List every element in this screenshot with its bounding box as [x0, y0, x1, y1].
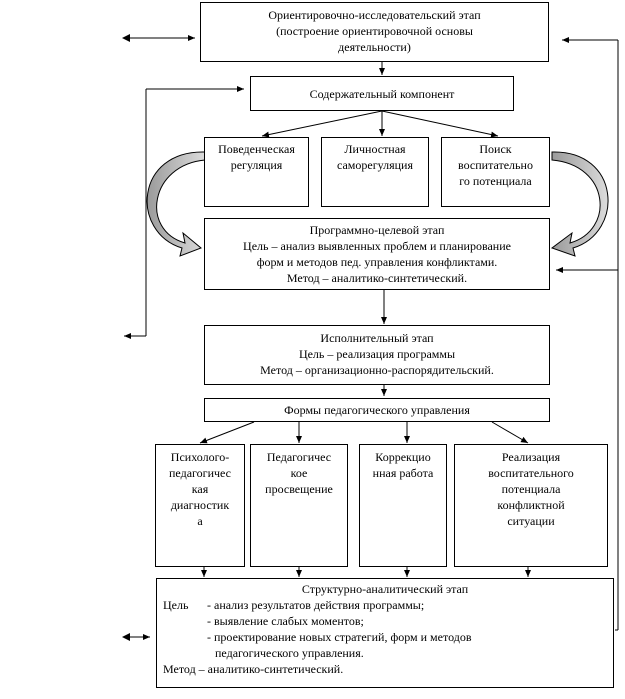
realization-line-4: конфликтной — [497, 498, 565, 512]
executive-line-3: Метод – организационно-распорядительский… — [260, 363, 494, 377]
correction-work-box: Коррекцио нная работа — [359, 444, 447, 567]
search-line-3: го потенциала — [459, 174, 532, 188]
realization-line-1: Реализация — [501, 450, 561, 464]
analysis-goal-label: Цель — [163, 598, 189, 612]
bottom-left-double-arrow — [122, 633, 150, 641]
analysis-goal-continuation: педагогического управления. — [215, 646, 364, 660]
arrow-content-to-behavioral — [261, 110, 383, 138]
behavioral-regulation-box: Поведенческая регуляция — [204, 137, 309, 207]
search-line-2: воспитательно — [458, 158, 533, 172]
personal-line-2: саморегуляция — [337, 158, 413, 172]
analysis-title: Структурно-аналитический этап — [301, 582, 469, 596]
correction-line-2: нная работа — [372, 466, 434, 480]
management-forms-box: Формы педагогического управления — [204, 398, 550, 422]
orientation-line-2: (построение ориентировочной основы — [276, 24, 473, 38]
behavioral-line-2: регуляция — [230, 158, 283, 172]
educational-potential-search-box: Поиск воспитательно го потенциала — [441, 137, 550, 207]
analysis-goal-row: Цель - анализ результатов действия прогр… — [163, 597, 613, 661]
right-curved-arrow — [550, 151, 609, 257]
realization-line-3: потенциала — [501, 482, 561, 496]
executive-stage-box: Исполнительный этап Цель – реализация пр… — [204, 325, 550, 385]
orientation-line-3: деятельности) — [338, 40, 411, 54]
analysis-goal-item-3: - проектирование новых стратегий, форм и… — [207, 630, 472, 644]
analysis-goal-list: - анализ результатов действия программы;… — [207, 597, 472, 661]
correction-line-1: Коррекцио — [375, 450, 431, 464]
pedagogical-education-box: Педагогичес кое просвещение — [250, 444, 348, 567]
left-curved-arrow — [146, 151, 206, 257]
right-feedback-line — [556, 37, 619, 631]
diagnostics-line-1: Психолого- — [170, 450, 230, 464]
arrow-forms-to-diagnostics — [199, 421, 255, 444]
program-line-2: Цель – анализ выявленных проблем и плани… — [243, 239, 511, 253]
orientation-stage-box: Ориентировочно-исследовательский этап (п… — [200, 2, 549, 62]
program-line-4: Метод – аналитико-синтетический. — [286, 271, 468, 285]
psych-ped-diagnostics-box: Психолого- педагогичес кая диагностик а — [155, 444, 245, 567]
education-line-1: Педагогичес — [266, 450, 332, 464]
personal-self-regulation-box: Личностная саморегуляция — [321, 137, 429, 207]
analysis-goal-item-1: - анализ результатов действия программы; — [207, 598, 425, 612]
program-line-1: Программно-целевой этап — [309, 223, 445, 237]
orientation-line-1: Ориентировочно-исследовательский этап — [268, 8, 481, 22]
content-component-label: Содержательный компонент — [309, 86, 455, 101]
diagnostics-line-4: диагностик — [170, 498, 230, 512]
diagnostics-line-2: педагогичес — [169, 466, 231, 480]
structural-analytical-stage-box: Структурно-аналитический этап Цель - ана… — [156, 578, 614, 688]
diagnostics-line-5: а — [197, 514, 203, 528]
arrow-content-to-search — [381, 110, 499, 138]
left-feedback-line — [124, 86, 244, 339]
arrow-forms-to-realization — [491, 421, 529, 444]
search-line-1: Поиск — [479, 142, 512, 156]
top-left-double-arrow — [122, 34, 195, 42]
analysis-method: Метод – аналитико-синтетический. — [163, 662, 344, 676]
education-line-3: просвещение — [265, 482, 333, 496]
realization-line-2: воспитательного — [488, 466, 574, 480]
realization-line-5: ситуации — [507, 514, 555, 528]
education-line-2: кое — [290, 466, 308, 480]
program-line-3: форм и методов пед. управления конфликта… — [256, 255, 498, 269]
executive-line-2: Цель – реализация программы — [298, 347, 456, 361]
executive-line-1: Исполнительный этап — [320, 331, 434, 345]
behavioral-line-1: Поведенческая — [218, 142, 295, 156]
conflict-potential-realization-box: Реализация воспитательного потенциала ко… — [454, 444, 608, 567]
analysis-goal-item-2: - выявление слабых моментов; — [207, 614, 364, 628]
program-target-stage-box: Программно-целевой этап Цель – анализ вы… — [204, 218, 550, 290]
management-forms-label: Формы педагогического управления — [284, 403, 470, 417]
diagnostics-line-3: кая — [191, 482, 209, 496]
personal-line-1: Личностная — [344, 142, 406, 156]
content-component-box: Содержательный компонент — [250, 76, 514, 111]
